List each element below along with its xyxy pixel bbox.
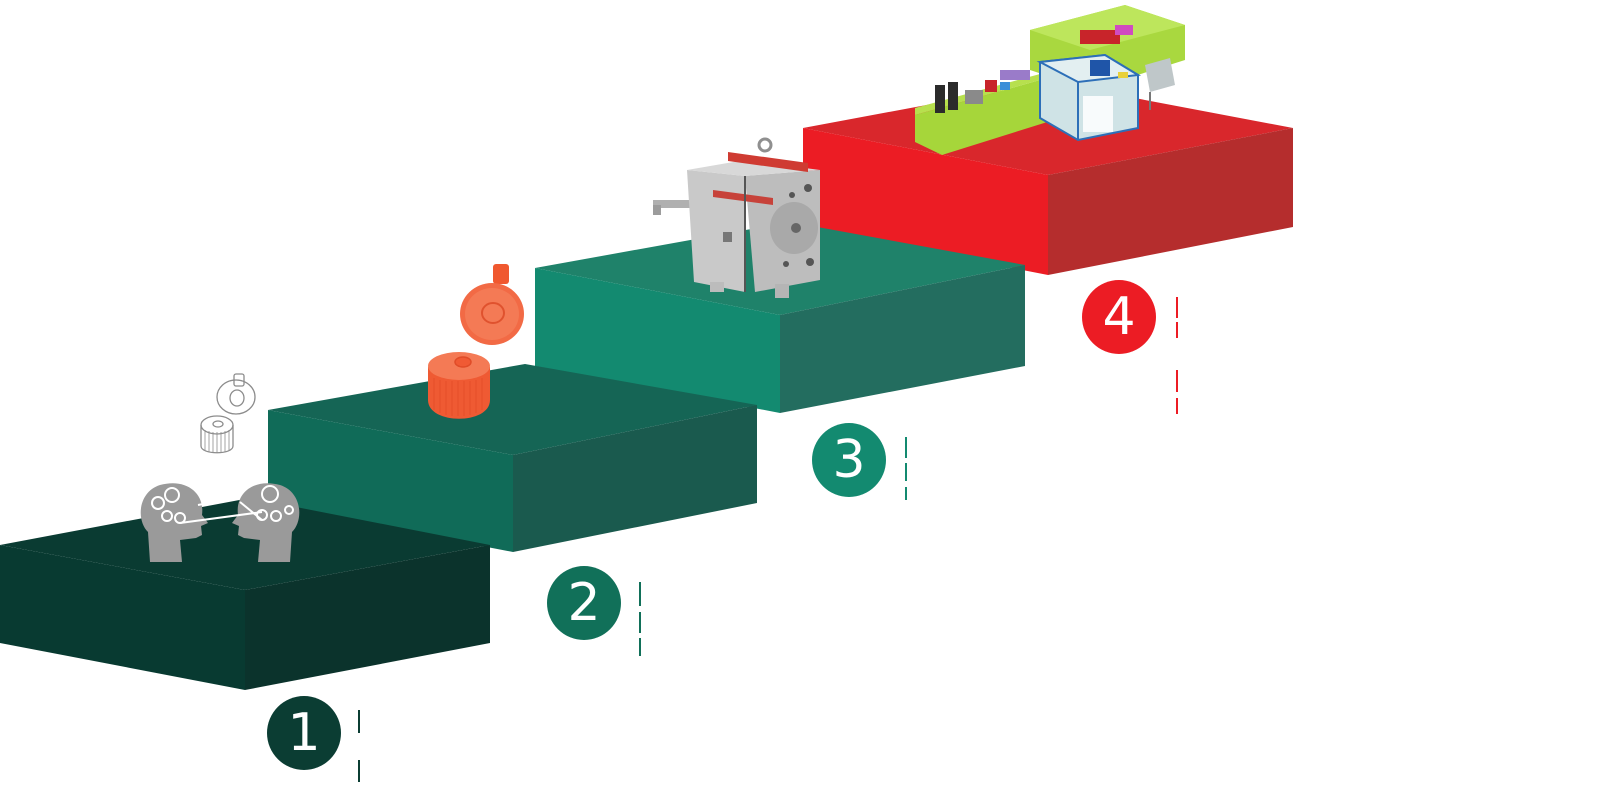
step-1-block (0, 498, 490, 690)
orange-flip-top-cap-icon (428, 264, 524, 419)
step-2-number: 2 (567, 573, 600, 633)
step-1-top-face (0, 498, 490, 590)
step-2-badge (547, 566, 621, 640)
step-1-left-face (0, 545, 245, 690)
step-1-badge (267, 696, 341, 770)
step-3-label: 3 (812, 423, 907, 500)
injection-molding-machine-icon (915, 5, 1185, 155)
step-3-right-face (780, 265, 1025, 413)
step-3-badge (812, 423, 886, 497)
step-2-top-face (268, 364, 757, 455)
step-4-number: 4 (1102, 287, 1135, 347)
step-3-number: 3 (832, 430, 865, 490)
step-1-label: 1 (267, 696, 360, 782)
step-1-number: 1 (287, 703, 320, 763)
step-4-badge (1082, 280, 1156, 354)
injection-mold-icon (653, 137, 820, 298)
flip-top-cap-sketch-icon (200, 373, 256, 454)
step-4-right-face (1048, 128, 1293, 275)
step-4-label: 4 (1082, 280, 1178, 414)
step-2-right-face (513, 405, 757, 552)
two-heads-with-gears-icon (140, 483, 300, 562)
step-1-right-face (245, 545, 490, 690)
step-2-label: 2 (547, 566, 641, 656)
